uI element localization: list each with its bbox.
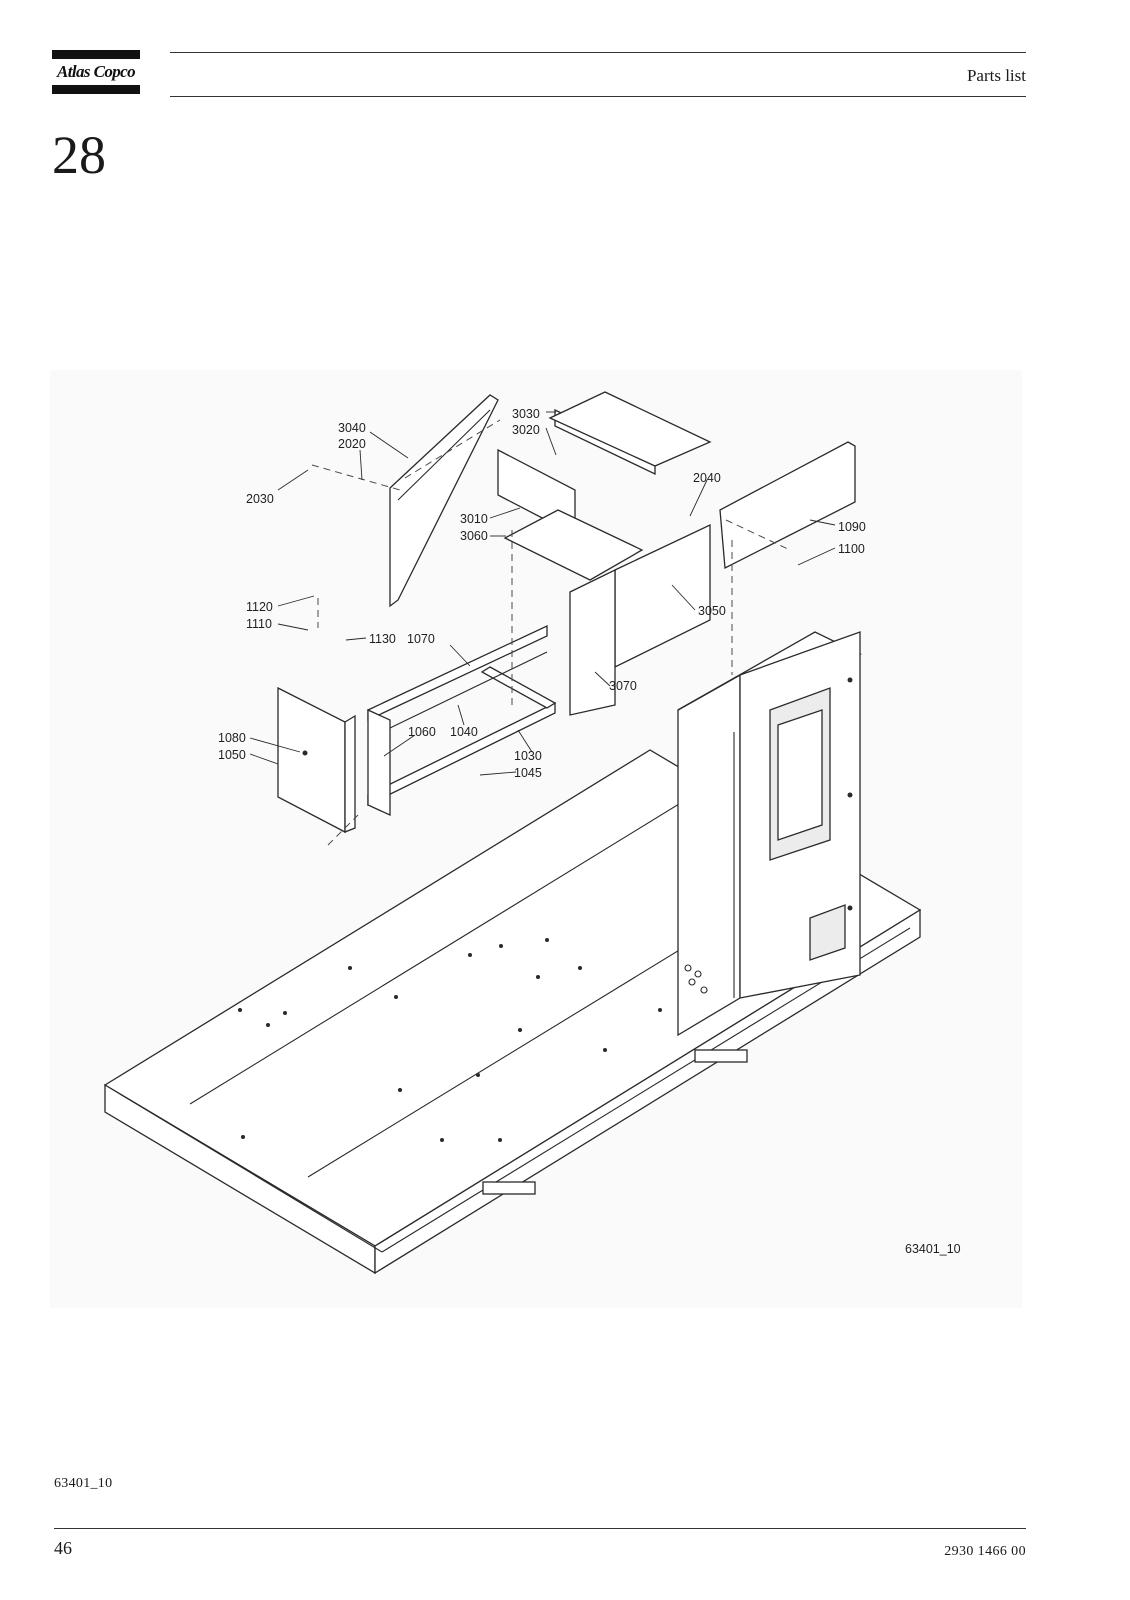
figure-reference: 63401_10 xyxy=(54,1476,113,1491)
callout-1110: 1110 xyxy=(246,617,272,631)
base-frame-holes xyxy=(238,938,662,1142)
callout-1060: 1060 xyxy=(408,725,436,739)
callout-3030: 3030 xyxy=(512,407,540,421)
callout-1130: 1130 xyxy=(369,632,396,646)
callout-3060: 3060 xyxy=(460,529,488,543)
exploded-parts-drawing: 3040 2020 2030 3030 3020 3010 3060 2040 … xyxy=(50,370,1022,1308)
leader-lines xyxy=(249,411,836,776)
control-cabinet xyxy=(677,631,863,1037)
panel-1090 xyxy=(719,441,856,570)
callout-3020: 3020 xyxy=(512,423,540,437)
drawing-id: 63401_10 xyxy=(905,1242,961,1256)
callout-3070: 3070 xyxy=(609,679,637,693)
callout-3050: 3050 xyxy=(698,604,726,618)
footer-rule xyxy=(54,1528,1026,1529)
callout-1070: 1070 xyxy=(407,632,435,646)
logo-bar-top xyxy=(52,50,140,59)
callout-3010: 3010 xyxy=(460,512,488,526)
callout-1050: 1050 xyxy=(218,748,246,762)
side-panel-1050 xyxy=(277,686,356,834)
page-number: 46 xyxy=(54,1538,72,1558)
callout-3040: 3040 xyxy=(338,421,366,435)
callout-2030: 2030 xyxy=(246,492,274,506)
callout-1045: 1045 xyxy=(514,766,542,780)
logo-wordmark: Atlas Copco xyxy=(57,62,136,81)
panel-3050 xyxy=(569,523,711,716)
header-rule-top xyxy=(170,52,1026,53)
callout-2020: 2020 xyxy=(338,437,366,451)
tray-3030 xyxy=(548,391,712,476)
header-rule-bottom xyxy=(170,96,1026,97)
logo-bar-bottom xyxy=(52,85,140,94)
section-number: 28 xyxy=(52,125,106,185)
frame-1030 xyxy=(367,624,557,817)
upper-panel-3040 xyxy=(389,394,499,608)
callout-1090: 1090 xyxy=(838,520,866,534)
drawing-svg: 3040 2020 2030 3030 3020 3010 3060 2040 … xyxy=(103,391,961,1275)
callout-1030: 1030 xyxy=(514,749,542,763)
tray-3010 xyxy=(497,448,644,581)
assembly-lines xyxy=(311,419,791,846)
callout-1100: 1100 xyxy=(838,542,865,556)
page-title: Parts list xyxy=(966,66,1026,85)
callout-2040: 2040 xyxy=(693,471,721,485)
callout-1120: 1120 xyxy=(246,600,273,614)
document-number: 2930 1466 00 xyxy=(944,1544,1026,1559)
callout-1040: 1040 xyxy=(450,725,478,739)
callout-1080: 1080 xyxy=(218,731,246,745)
atlas-copco-logo: Atlas Copco xyxy=(52,50,140,94)
